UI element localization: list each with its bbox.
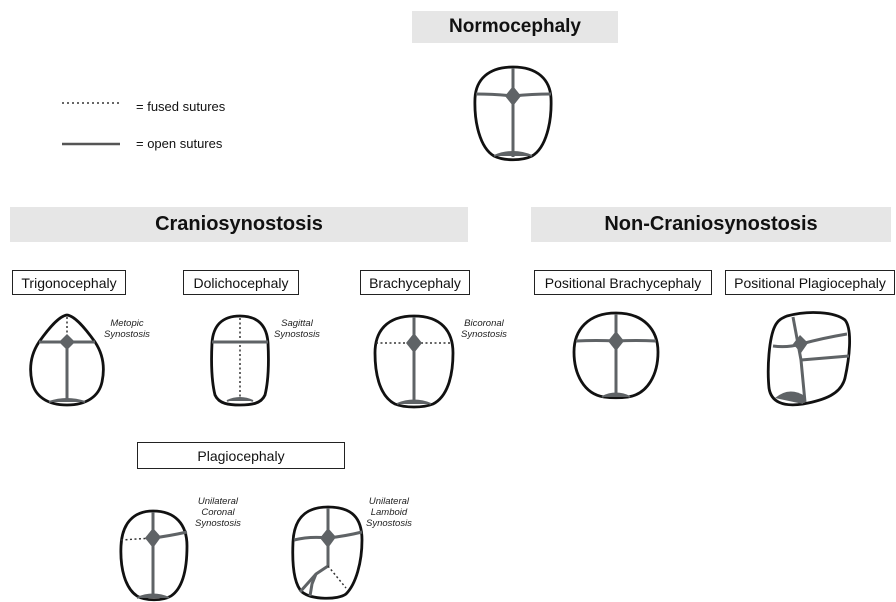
open-suture-legend-line [62,141,122,147]
dolichocephaly-box: Dolichocephaly [183,270,299,295]
unilateral-coronal-skull [117,508,191,602]
non-craniosynostosis-header: Non-Craniosynostosis [531,207,891,242]
open-sutures-label: = open sutures [136,136,222,151]
positional-brachycephaly-skull [570,310,662,400]
trigonocephaly-box: Trigonocephaly [12,270,126,295]
brachycephaly-box: Brachycephaly [360,270,470,295]
craniosynostosis-header: Craniosynostosis [10,207,468,242]
dolichocephaly-skull [209,313,271,407]
trigonocephaly-skull [27,312,107,408]
positional-brachycephaly-box: Positional Brachycephaly [534,270,712,295]
positional-plagiocephaly-box: Positional Plagiocephaly [725,270,895,295]
normocephaly-header: Normocephaly [412,11,618,43]
fused-sutures-label: = fused sutures [136,99,225,114]
fused-suture-legend-line [62,100,122,106]
brachycephaly-skull [371,313,457,409]
normocephaly-skull [472,64,554,162]
unilateral-lamboid-skull [290,504,366,602]
positional-plagiocephaly-skull [765,308,853,408]
plagiocephaly-box: Plagiocephaly [137,442,345,469]
